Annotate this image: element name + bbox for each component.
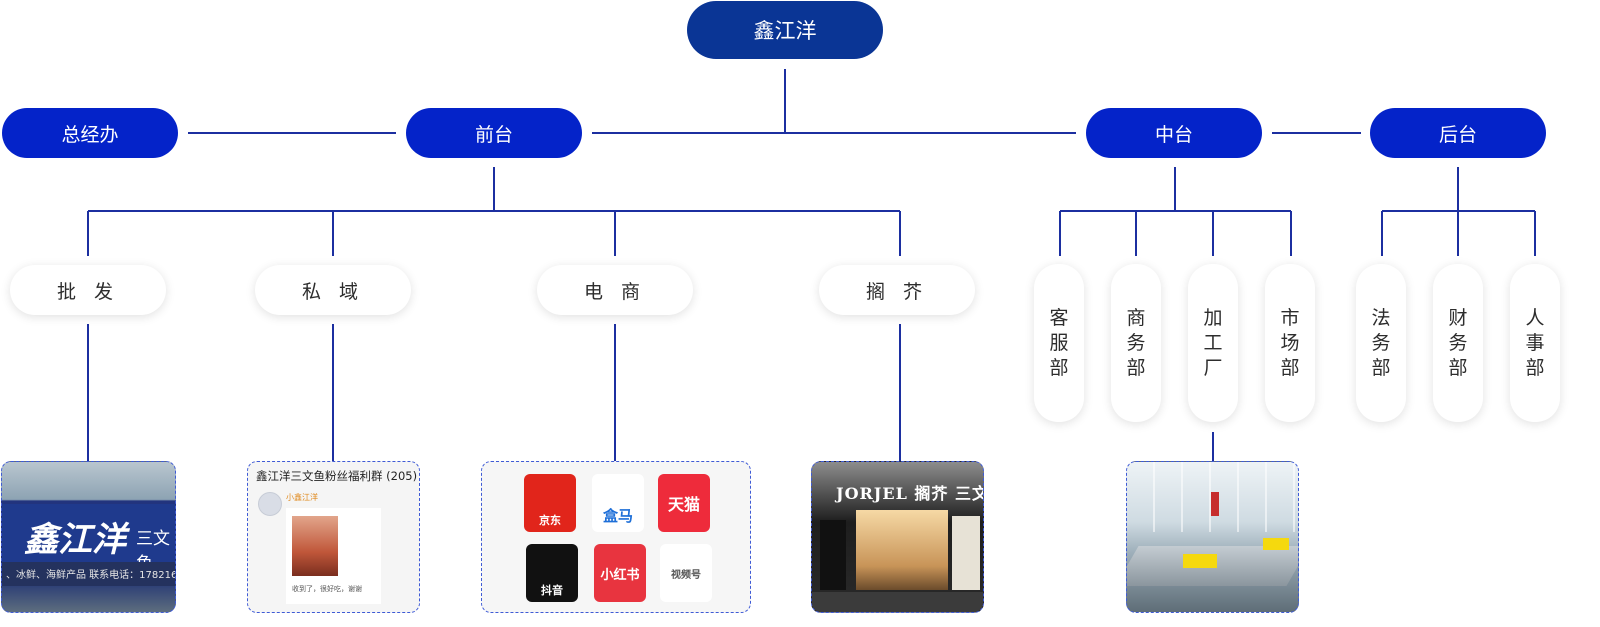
jiejie-store-image: JORJEL 搁芥 三文鱼	[811, 461, 984, 613]
dept-hr: 人事部	[1510, 264, 1560, 422]
xiaohongshu-app-icon: 小红书	[594, 544, 646, 602]
char: 财	[1448, 306, 1468, 329]
char: 部	[1371, 356, 1391, 379]
char: 部	[1049, 356, 1069, 379]
char: 务	[1126, 331, 1146, 354]
dept-marketing: 市场部	[1265, 264, 1315, 422]
app-label: 抖音	[541, 584, 563, 597]
storefront-sign	[2, 504, 175, 562]
char: 工	[1203, 331, 1223, 354]
salmon-photo	[292, 516, 338, 576]
video-account-app-icon: 视频号	[660, 544, 712, 602]
avatar	[258, 492, 282, 516]
char: 场	[1280, 331, 1300, 354]
cutting-board	[1263, 538, 1289, 550]
root-node: 鑫江洋	[687, 1, 883, 59]
dept-customer-service: 客服部	[1034, 264, 1084, 422]
char: 部	[1448, 356, 1468, 379]
char: 厂	[1203, 356, 1223, 379]
dept-legal: 法务部	[1356, 264, 1406, 422]
private-domain-chat-image: 鑫江洋三文鱼粉丝福利群 (205) 小鑫江洋 收到了，很好吃，谢谢	[247, 461, 420, 613]
store-door	[820, 520, 846, 590]
node-general-office: 总经办	[2, 108, 178, 158]
app-label: 小红书	[600, 567, 640, 583]
char: 人	[1525, 306, 1545, 329]
store-sign-text: JORJEL 搁芥 三文鱼	[836, 484, 983, 503]
cutting-board	[1183, 554, 1217, 568]
tmall-app-icon: 天猫	[658, 474, 710, 532]
ecommerce-apps-image: 京东 盒马 天猫 抖音 小红书 视频号	[481, 461, 751, 613]
dept-finance: 财务部	[1433, 264, 1483, 422]
node-middle-office: 中台	[1086, 108, 1262, 158]
store-window	[856, 510, 948, 590]
app-label: 视频号	[671, 569, 701, 581]
dept-processing-plant: 加工厂	[1188, 264, 1238, 422]
char: 客	[1049, 306, 1069, 329]
node-back-office: 后台	[1370, 108, 1546, 158]
char: 加	[1203, 306, 1223, 329]
char: 法	[1371, 306, 1391, 329]
char: 服	[1049, 331, 1069, 354]
store-display-board	[952, 516, 980, 590]
node-private-domain: 私 域	[255, 265, 411, 315]
sign-contact-strip: 、冰鲜、海鲜产品 联系电话：17821604888 地址：齐盈停车	[2, 562, 175, 586]
node-jiejie: 搁 芥	[819, 265, 975, 315]
app-label: 盒马	[602, 507, 633, 525]
node-wholesale: 批 发	[10, 265, 166, 315]
chat-caption: 收到了，很好吃，谢谢	[292, 585, 362, 593]
jd-app-icon: 京东	[524, 474, 576, 532]
char: 部	[1126, 356, 1146, 379]
processing-plant-image	[1126, 461, 1299, 613]
char: 事	[1525, 331, 1545, 354]
app-label: 京东	[539, 514, 561, 527]
douyin-app-icon: 抖音	[526, 544, 578, 602]
store-floor	[812, 592, 983, 612]
node-ecommerce: 电 商	[537, 265, 693, 315]
char: 部	[1525, 356, 1545, 379]
char: 部	[1280, 356, 1300, 379]
sign-brand-text: 鑫江洋	[24, 520, 126, 560]
app-label: 天猫	[667, 495, 700, 514]
wholesale-storefront-image: 鑫江洋 三文鱼 、冰鲜、海鲜产品 联系电话：17821604888 地址：齐盈停…	[1, 461, 176, 613]
char: 商	[1126, 306, 1146, 329]
hema-app-icon: 盒马	[592, 474, 644, 532]
chat-sender-tag: 小鑫江洋	[286, 493, 318, 502]
chat-group-title: 鑫江洋三文鱼粉丝福利群 (205)	[256, 469, 418, 483]
char: 市	[1280, 306, 1300, 329]
dept-business: 商务部	[1111, 264, 1161, 422]
char: 务	[1371, 331, 1391, 354]
char: 务	[1448, 331, 1468, 354]
factory-red-panel	[1211, 492, 1219, 516]
node-front-office: 前台	[406, 108, 582, 158]
